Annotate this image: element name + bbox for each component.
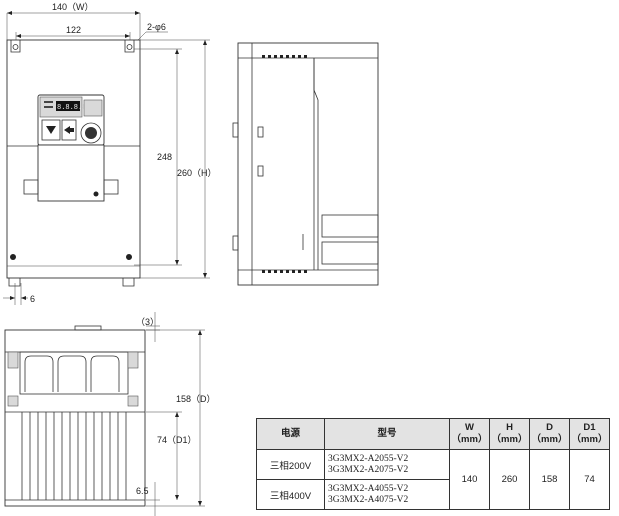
d1-dimension-label: 74（D1）	[157, 435, 197, 445]
bottom-offset-label: 6	[30, 294, 35, 304]
mounting-hole-label: 2-φ6	[147, 22, 166, 32]
inner-height-dimension-label: 248	[157, 152, 172, 162]
header-d: D（mm）	[529, 418, 570, 450]
value-w: 140	[449, 449, 490, 510]
value-d: 158	[529, 449, 570, 510]
bottom-view: （3） 158（D） 74（D1） 6.5	[4, 312, 216, 516]
height-dimension-label: 260（H）	[177, 168, 217, 178]
value-h: 260	[489, 449, 530, 510]
panel-display: 8.8.8.8.8	[57, 104, 95, 112]
side-view	[232, 42, 379, 286]
width-dimension-label: 140（W）	[52, 2, 94, 12]
depth-dimension-label: 158（D）	[176, 394, 216, 404]
top-offset-label: （3）	[136, 317, 159, 327]
row-power: 三相400V	[256, 479, 325, 510]
front-view: 140（W） 122 2-φ6 8.8.8.8.8	[3, 2, 217, 305]
value-d1: 74	[569, 449, 610, 510]
spec-table: 电源 型号 W（mm） H（mm） D（mm） D1（mm） 三相200V 3G…	[256, 418, 610, 510]
header-d1: D1（mm）	[569, 418, 610, 450]
table-header-row: 电源 型号 W（mm） H（mm） D（mm） D1（mm）	[256, 418, 610, 450]
inner-width-dimension-label: 122	[66, 25, 81, 35]
row-power: 三相200V	[256, 449, 325, 480]
header-model: 型号	[324, 418, 450, 450]
header-w: W（mm）	[449, 418, 490, 450]
header-power: 电源	[256, 418, 325, 450]
header-h: H（mm）	[489, 418, 530, 450]
operator-panel: 8.8.8.8.8	[37, 94, 105, 146]
bottom-offset-6-5-label: 6.5	[136, 486, 149, 496]
